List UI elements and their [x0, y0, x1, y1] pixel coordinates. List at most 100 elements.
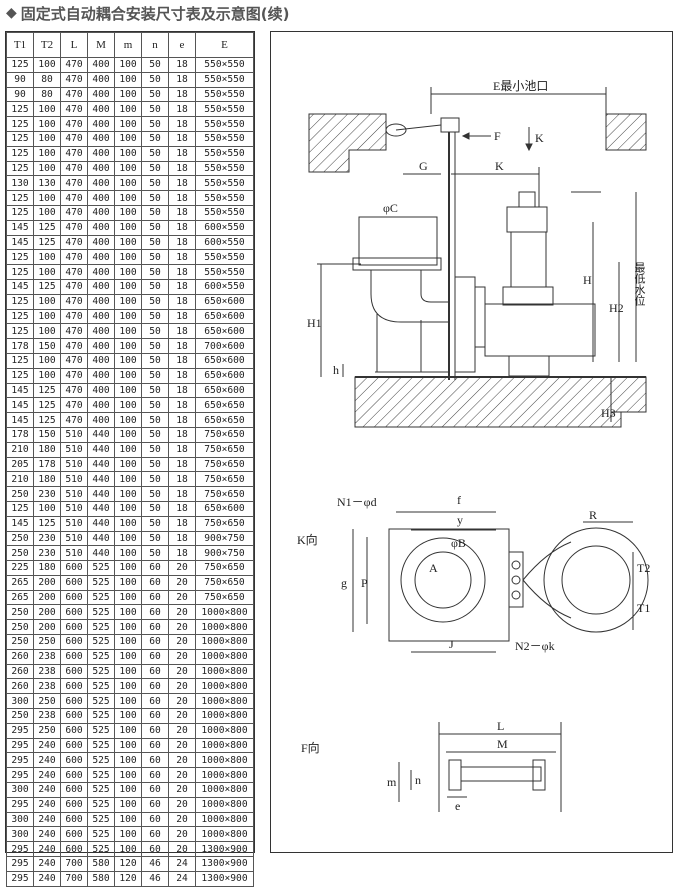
table-cell: 125 [6, 190, 34, 206]
table-cell: 100 [114, 530, 142, 547]
k-view-ring [543, 527, 649, 633]
table-cell: 440 [87, 456, 115, 473]
table-cell: 18 [168, 101, 196, 118]
table-cell: 20 [168, 722, 196, 739]
table-cell: 100 [114, 264, 142, 280]
label-min-water: 最低水位 [633, 262, 646, 306]
table-cell: 20 [168, 752, 196, 769]
table-cell: 125 [6, 352, 34, 369]
table-cell: 470 [60, 367, 88, 384]
table-cell: 125 [6, 116, 34, 132]
table-cell: 125 [33, 382, 61, 399]
table-cell: 20 [168, 648, 196, 665]
table-cell: 50 [141, 234, 169, 251]
table-cell: 400 [87, 264, 115, 280]
table-cell: 400 [87, 204, 115, 221]
table-cell: 470 [60, 71, 88, 88]
table-cell: 180 [33, 560, 61, 576]
table-cell: 295 [6, 870, 34, 887]
table-cell: 100 [33, 101, 61, 118]
label-h-big: H [583, 273, 592, 287]
table-cell: 525 [87, 604, 115, 621]
table-cell: 125 [6, 130, 34, 147]
table-cell: 60 [141, 560, 169, 576]
table-cell: 18 [168, 278, 196, 295]
table-cell: 750×650 [195, 456, 254, 473]
table-cell: 125 [33, 397, 61, 414]
slab-left [308, 113, 387, 173]
table-cell: 510 [60, 471, 88, 488]
table-cell: 550×550 [195, 130, 254, 147]
table-cell: 510 [60, 545, 88, 562]
table-cell: 100 [33, 204, 61, 221]
table-cell: 750×650 [195, 441, 254, 458]
table-cell: 80 [33, 71, 61, 88]
table-cell: 240 [33, 826, 61, 843]
coupling-seat [454, 276, 476, 373]
table-cell: 240 [33, 767, 61, 784]
table-cell: 265 [6, 574, 34, 591]
table-cell: 470 [60, 338, 88, 354]
table-cell: 265 [6, 589, 34, 606]
table-cell: 550×550 [195, 145, 254, 162]
label-n: n [415, 773, 421, 787]
discharge-pipe [358, 216, 438, 266]
table-cell: 18 [168, 412, 196, 428]
table-cell: 1000×800 [195, 634, 254, 650]
table-cell: 100 [114, 219, 142, 236]
table-cell: 100 [114, 693, 142, 710]
table-cell: 100 [114, 619, 142, 636]
table-cell: 400 [87, 308, 115, 325]
table-cell: 60 [141, 604, 169, 621]
label-g: G [419, 159, 428, 173]
table-cell: 50 [141, 412, 169, 428]
label-h: h [333, 363, 339, 377]
table-cell: 1000×800 [195, 722, 254, 739]
table-cell: 50 [141, 219, 169, 236]
table-cell: 470 [60, 264, 88, 280]
table-cell: 100 [33, 264, 61, 280]
table-cell: 525 [87, 574, 115, 591]
table-cell: 295 [6, 722, 34, 739]
table-cell: 145 [6, 397, 34, 414]
table-cell: 60 [141, 841, 169, 858]
table-cell: 18 [168, 308, 196, 325]
table-cell: 550×550 [195, 204, 254, 221]
table-cell: 650×600 [195, 382, 254, 399]
table-cell: 20 [168, 767, 196, 784]
table-cell: 550×550 [195, 190, 254, 206]
table-cell: 525 [87, 737, 115, 754]
table-cell: 470 [60, 293, 88, 310]
table-cell: 60 [141, 752, 169, 769]
table-cell: 600×550 [195, 219, 254, 236]
label-j: J [449, 637, 454, 651]
table-cell: 600 [60, 663, 88, 680]
table-cell: 550×550 [195, 160, 254, 177]
table-cell: 100 [33, 57, 61, 73]
diamond-icon: ◆ [6, 5, 17, 21]
table-cell: 18 [168, 397, 196, 414]
table-cell: 100 [114, 456, 142, 473]
table-cell: 1300×900 [195, 856, 254, 872]
table-cell: 125 [6, 500, 34, 517]
table-cell: 60 [141, 619, 169, 636]
table-cell: 600 [60, 648, 88, 665]
table-cell: 750×650 [195, 471, 254, 488]
